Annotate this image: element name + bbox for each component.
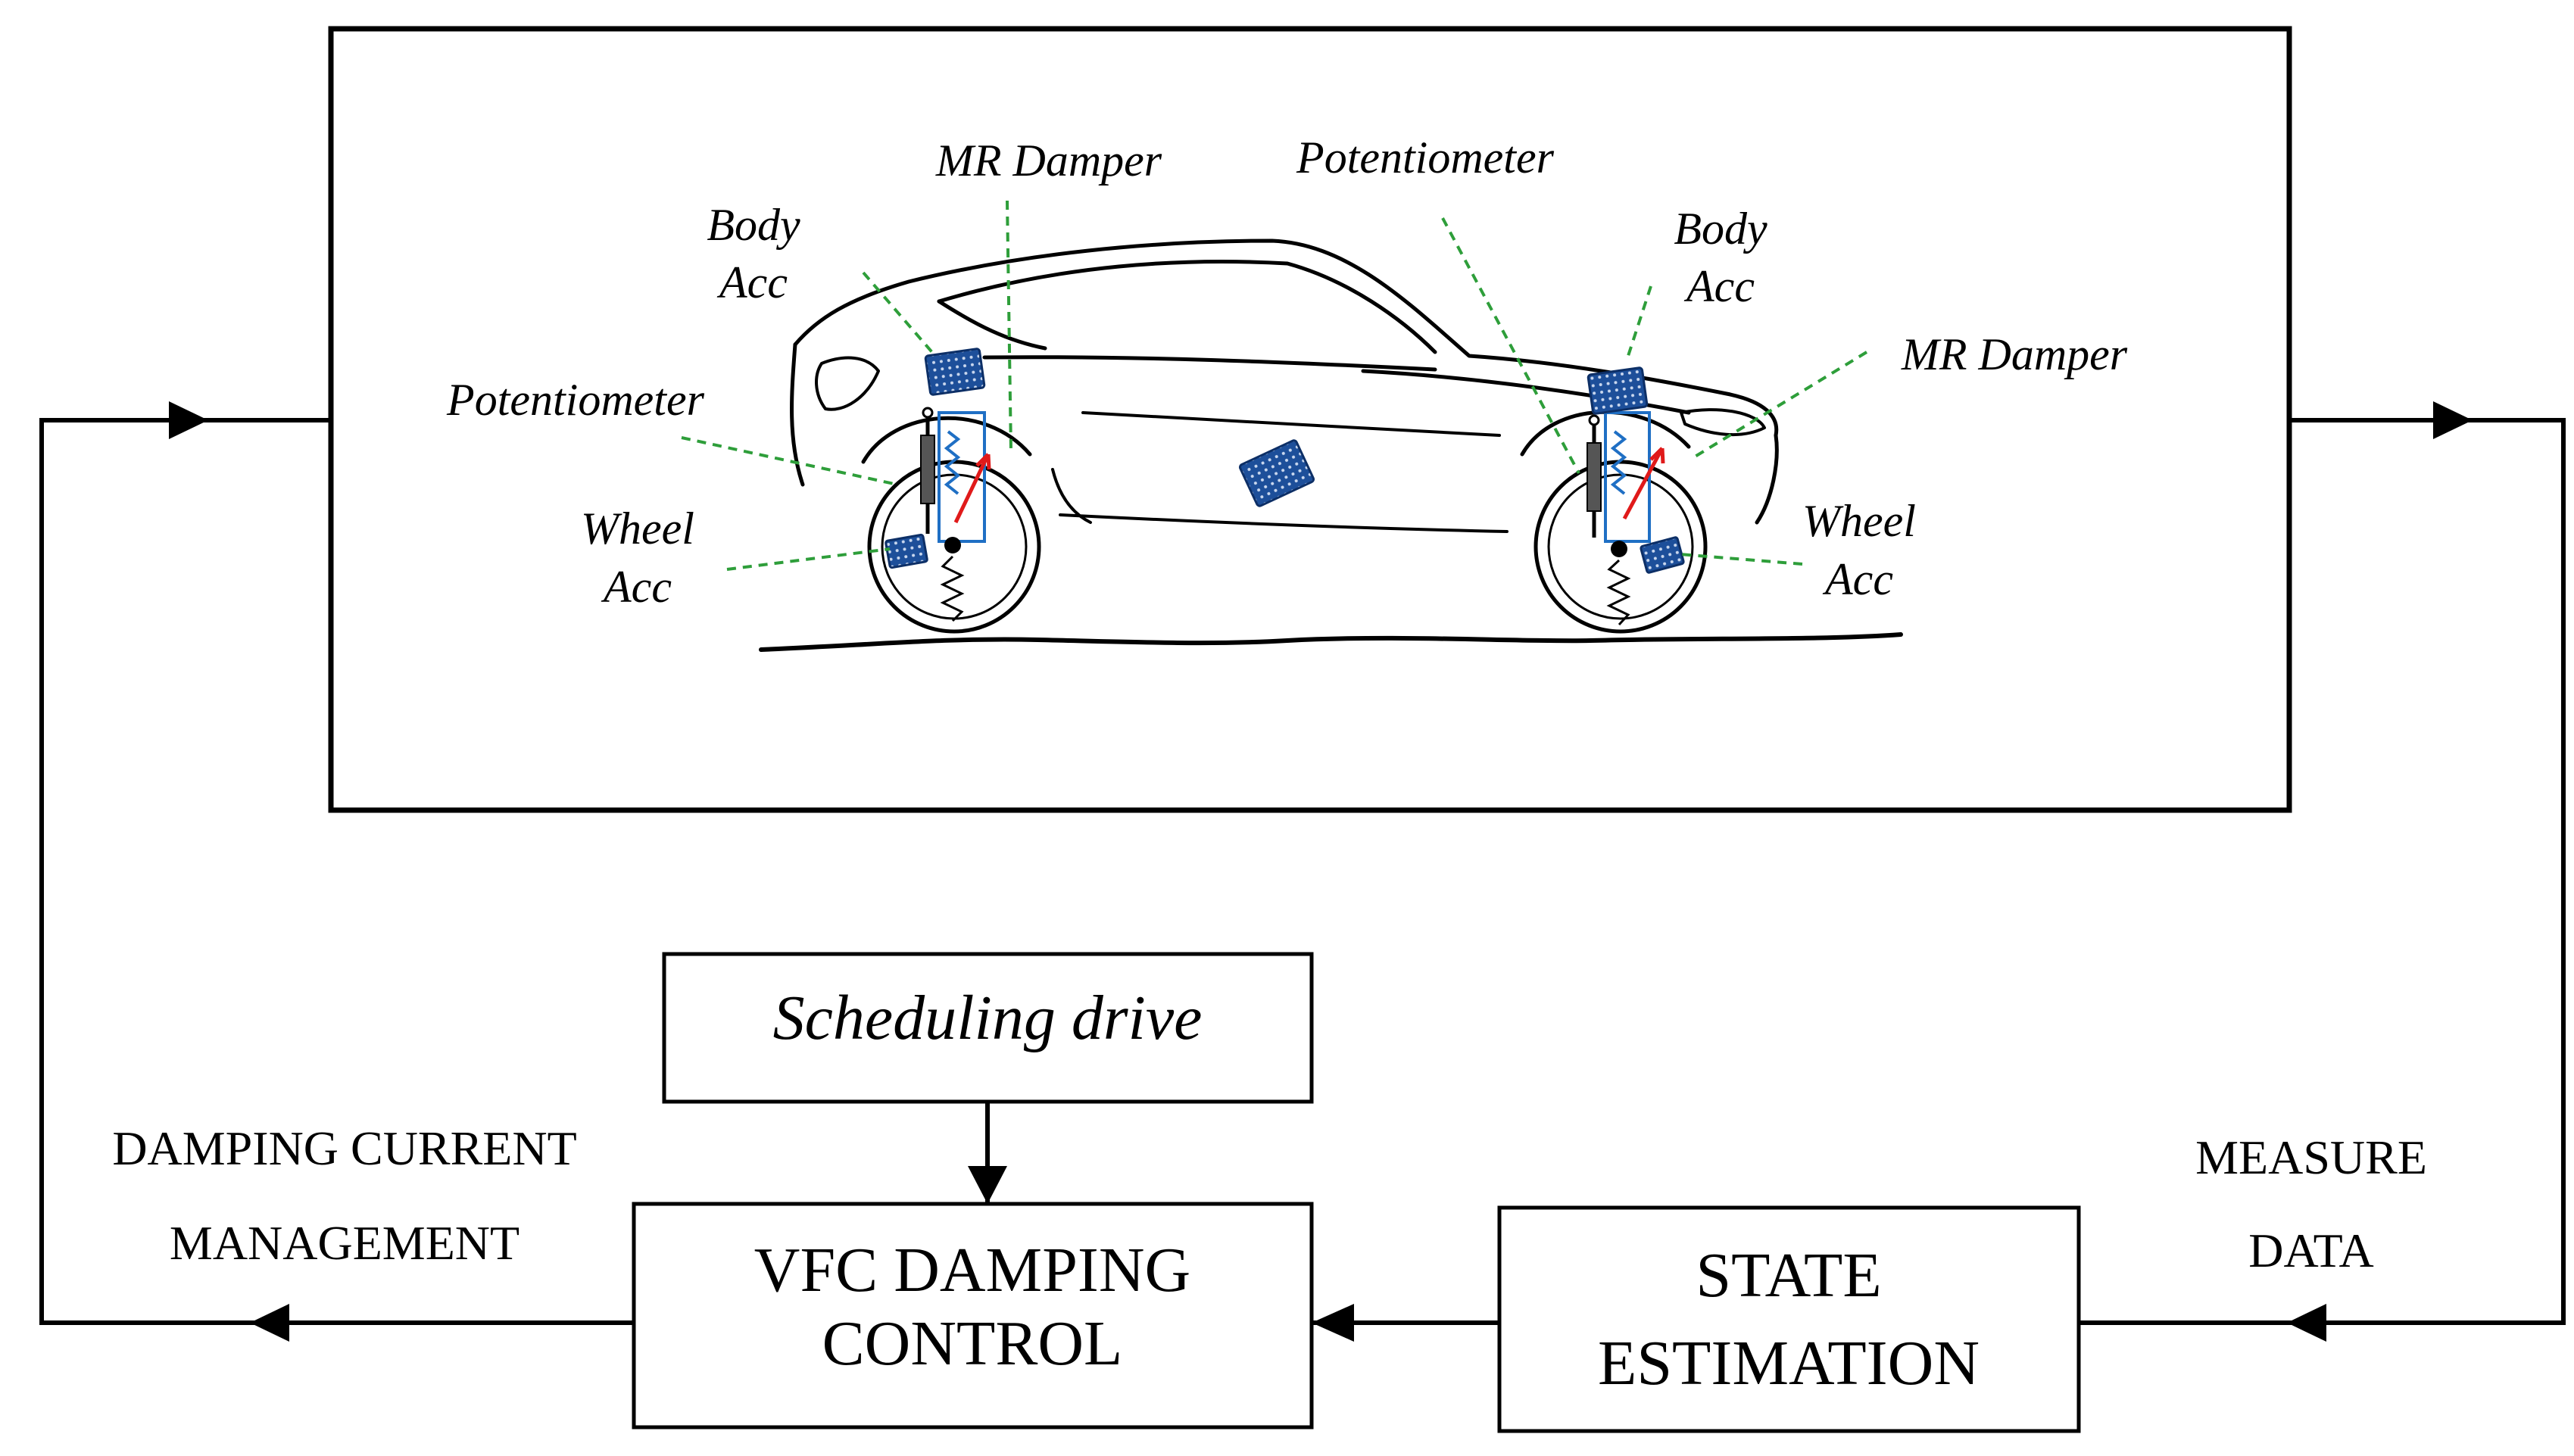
damping-label-line2: MANAGEMENT (170, 1216, 519, 1270)
label-body-acc-front-line2: Acc (1683, 261, 1755, 311)
car-sketch (759, 239, 1903, 652)
arrow-damping-left (250, 1304, 289, 1342)
label-wheel-acc-front-line1: Wheel (1802, 496, 1916, 546)
vfc-label-line1: VFC DAMPING (754, 1235, 1190, 1305)
label-mr-damper-rear: MR Damper (935, 136, 1162, 186)
arrow-out-of-frame (2433, 401, 2473, 439)
front-damper-box (1604, 411, 1651, 543)
arrow-into-frame (169, 401, 208, 439)
scheduling-drive-label: Scheduling drive (773, 983, 1203, 1053)
signal-flow (39, 418, 2566, 1325)
label-mr-damper-front: MR Damper (1901, 329, 2128, 379)
label-body-acc-rear-line2: Acc (716, 257, 788, 307)
front-wheel-acc-sensor (1640, 536, 1685, 574)
state-estimation-block (1497, 1205, 2081, 1433)
state-label-line2: ESTIMATION (1598, 1328, 1980, 1398)
label-potentiometer-rear: Potentiometer (446, 375, 705, 425)
damping-label-line1: DAMPING CURRENT (112, 1121, 576, 1175)
sensor-leader-lines (681, 200, 1868, 571)
vfc-label-line2: CONTROL (822, 1308, 1123, 1379)
measure-label-line1: MEASURE (2195, 1130, 2427, 1184)
arrow-scheduling-to-vfc (968, 1166, 1007, 1204)
arrow-measure-left (2287, 1304, 2326, 1342)
center-sensor-board (1238, 439, 1315, 507)
vfc-damping-control-block (632, 1202, 1314, 1429)
state-label-line1: STATE (1696, 1240, 1881, 1311)
label-potentiometer-front: Potentiometer (1296, 133, 1555, 182)
flow-arrowheads (169, 401, 2473, 1342)
rear-wheel-acc-sensor (885, 533, 928, 569)
rear-body-acc-sensor (924, 348, 986, 396)
label-wheel-acc-rear-line1: Wheel (581, 504, 694, 553)
arrow-state-to-vfc (1312, 1304, 1354, 1342)
label-body-acc-front-line1: Body (1674, 204, 1767, 254)
measure-label-line2: DATA (2248, 1224, 2374, 1277)
rear-suspension (920, 407, 991, 622)
label-wheel-acc-rear-line2: Acc (601, 562, 672, 612)
label-wheel-acc-front-line2: Acc (1822, 554, 1893, 604)
rear-damper-box (938, 411, 986, 543)
front-suspension (1587, 411, 1665, 626)
label-body-acc-rear-line1: Body (707, 200, 800, 250)
front-body-acc-sensor (1587, 366, 1649, 415)
